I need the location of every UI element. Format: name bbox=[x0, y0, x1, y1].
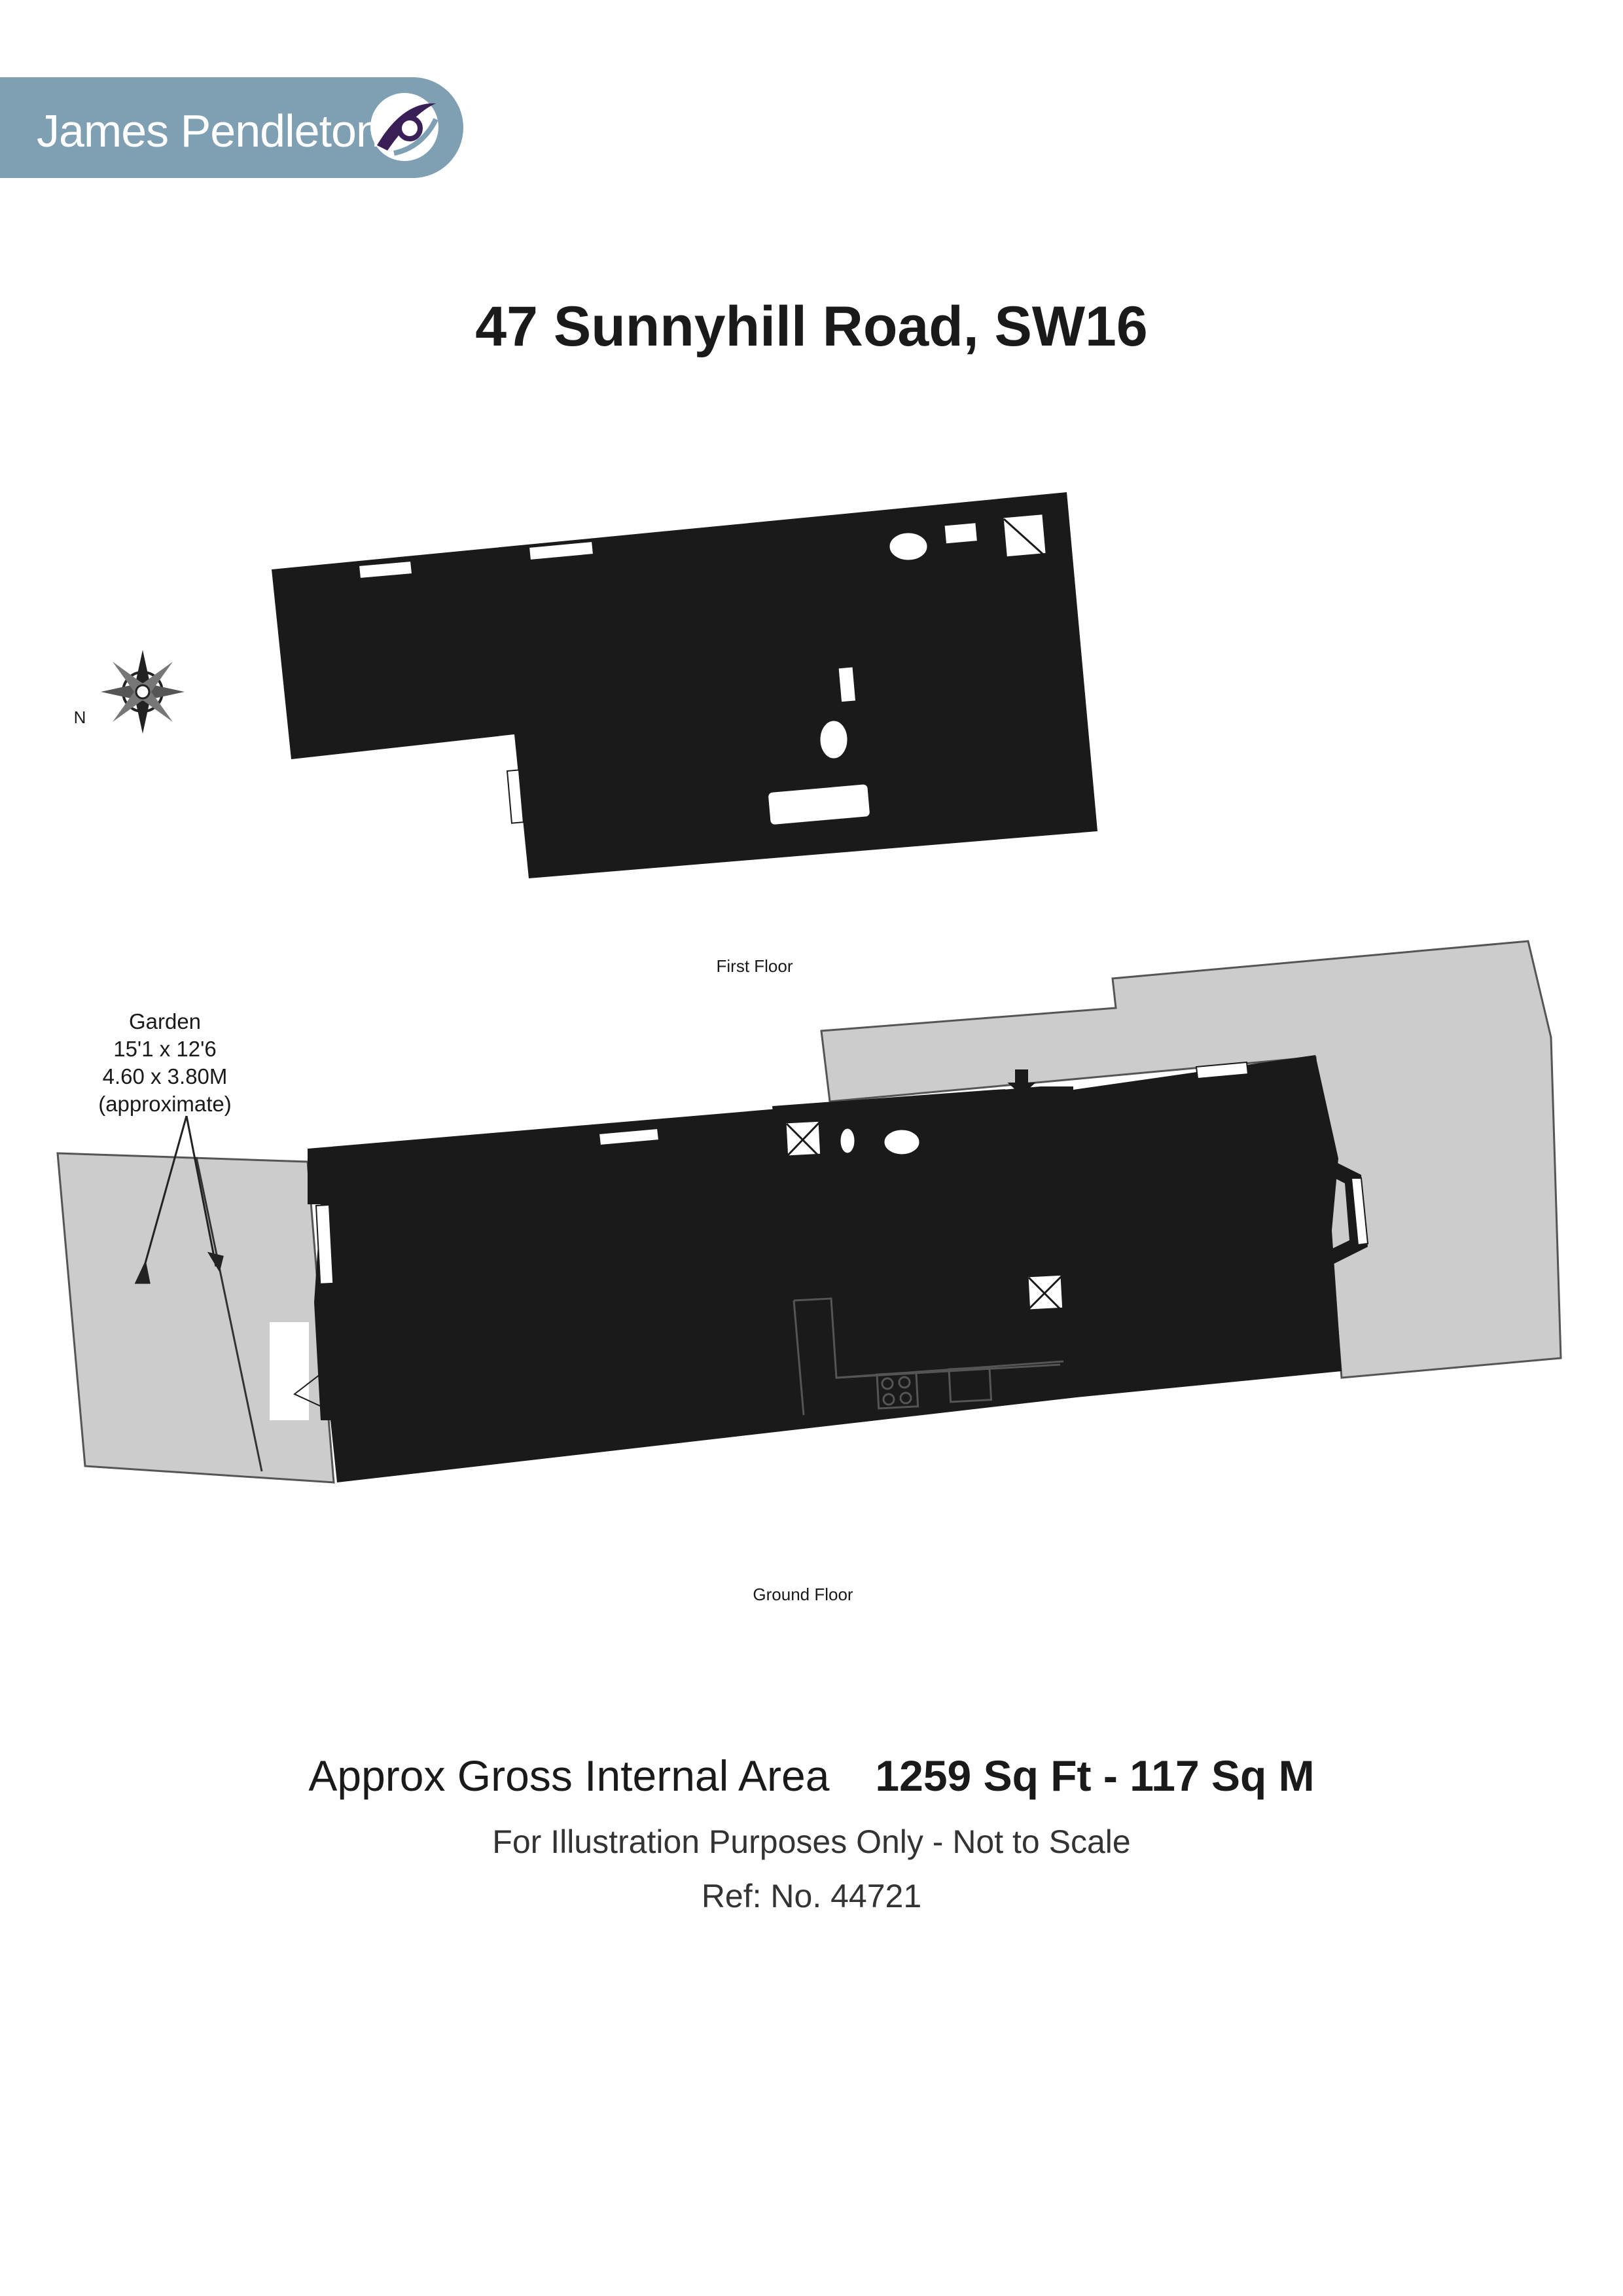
gross-internal-area: Approx Gross Internal Area 1259 Sq Ft - 1… bbox=[0, 1751, 1623, 1801]
svg-text:Bedroom: Bedroom bbox=[591, 726, 679, 751]
brand-name: James Pendleton bbox=[37, 105, 382, 156]
page-title: 47 Sunnyhill Road, SW16 bbox=[475, 295, 1148, 358]
svg-text:15'1 x 12'6: 15'1 x 12'6 bbox=[113, 1037, 217, 1061]
reference-number: Ref: No. 44721 bbox=[701, 1878, 922, 1914]
first-floor-room-bedroom-2: Bedroom 11'0 x 9'0 3.32 x 2.74M bbox=[573, 726, 698, 806]
first-floor-room-bedroom-1: Bedroom 10'6 x 8'3 3.19 x 2.52M bbox=[324, 623, 449, 702]
ground-floor-outdoor-areas bbox=[56, 940, 1562, 1484]
disclaimer: For Illustration Purposes Only - Not to … bbox=[492, 1823, 1131, 1860]
first-floor-outer-wall bbox=[272, 492, 1097, 878]
svg-text:Kitchen/ Dining/: Kitchen/ Dining/ bbox=[577, 1235, 729, 1259]
ground-floor-room-kitchen: Kitchen/ Dining/ Reception Room 36'0 x 1… bbox=[573, 1235, 734, 1342]
ground-floor-room-bedroom: Bedroom 15'1 x 14'6 4.60 x 4.45M bbox=[1134, 1196, 1259, 1276]
svg-text:Bedroom: Bedroom bbox=[1152, 1196, 1240, 1221]
first-floor-plan bbox=[272, 492, 1097, 878]
svg-text:36'0 x 15'1: 36'0 x 15'1 bbox=[601, 1290, 705, 1314]
garden-area bbox=[56, 1152, 335, 1484]
ground-floor-fixtures bbox=[784, 1108, 1065, 1312]
svg-text:4.60 x 3.80M: 4.60 x 3.80M bbox=[103, 1064, 228, 1088]
svg-text:10.95 x 4.61M: 10.95 x 4.61M bbox=[584, 1318, 721, 1342]
kitchen-counter bbox=[793, 1297, 1064, 1416]
svg-text:15'1 x 14'6: 15'1 x 14'6 bbox=[1145, 1224, 1248, 1248]
garden-label: Garden 15'1 x 12'6 4.60 x 3.80M (approxi… bbox=[98, 1009, 232, 1116]
ground-floor-windows bbox=[270, 1061, 1369, 1420]
svg-text:(approximate): (approximate) bbox=[98, 1092, 232, 1116]
svg-text:Bedroom: Bedroom bbox=[342, 623, 430, 647]
svg-text:14'0 x 12'3: 14'0 x 12'3 bbox=[910, 686, 1014, 710]
svg-text:Reception Room: Reception Room bbox=[573, 1263, 734, 1287]
garden-pointer-arrow bbox=[134, 1115, 224, 1284]
first-floor-stairs bbox=[607, 543, 745, 619]
first-floor-bathroom-fixtures bbox=[766, 512, 1048, 827]
ground-floor-doors bbox=[293, 1069, 1107, 1414]
ground-floor-label: Ground Floor bbox=[753, 1585, 853, 1604]
ground-floor-walls bbox=[308, 1055, 1368, 1482]
compass-rose-icon bbox=[101, 650, 185, 734]
svg-text:3.19 x 2.52M: 3.19 x 2.52M bbox=[324, 678, 449, 702]
side-return-area bbox=[820, 940, 1562, 1379]
area-value: 1259 Sq Ft - 117 Sq M bbox=[875, 1751, 1315, 1800]
garden-boundary-line bbox=[195, 1157, 263, 1472]
area-label: Approx Gross Internal Area bbox=[308, 1751, 830, 1800]
svg-text:4.60 x 4.45M: 4.60 x 4.45M bbox=[1134, 1251, 1259, 1276]
svg-text:3.32 x 2.74M: 3.32 x 2.74M bbox=[573, 781, 698, 806]
svg-text:4.27 x 3.72M: 4.27 x 3.72M bbox=[900, 713, 1025, 738]
swoosh-eye-logo bbox=[370, 93, 438, 161]
svg-text:11'0 x 9'0: 11'0 x 9'0 bbox=[590, 754, 680, 778]
svg-text:Bedroom: Bedroom bbox=[918, 658, 1006, 683]
svg-text:10'6 x 8'3: 10'6 x 8'3 bbox=[340, 651, 431, 675]
first-floor-room-bedroom-3: Bedroom 14'0 x 12'3 4.27 x 3.72M bbox=[900, 658, 1025, 738]
first-floor-windows bbox=[357, 540, 595, 824]
first-floor-doors bbox=[461, 581, 986, 717]
compass-north-label: N bbox=[74, 708, 86, 727]
first-floor-label: First Floor bbox=[717, 956, 793, 976]
svg-text:Garden: Garden bbox=[129, 1009, 201, 1033]
